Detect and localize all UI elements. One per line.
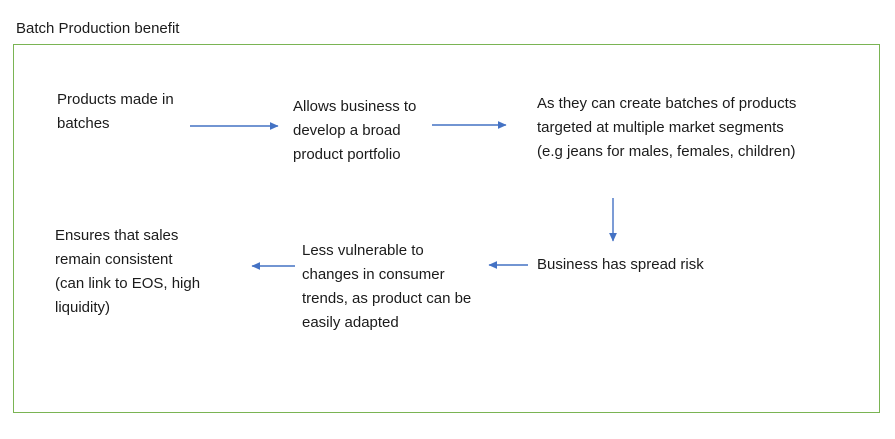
- flow-node-broad-product-portfolio: Allows business to develop a broad produ…: [293, 98, 417, 163]
- flow-node-less-vulnerable-to-changes: Less vulnerable to changes in consumer t…: [302, 242, 472, 331]
- flow-node-batches-market-segments: As they can create batches of products t…: [537, 95, 797, 160]
- flow-node-sales-remain-consistent: Ensures that sales remain consistent (ca…: [55, 227, 201, 316]
- flow-node-business-has-spread-risk: Business has spread risk: [537, 256, 704, 273]
- page-title: Batch Production benefit: [16, 20, 180, 37]
- flow-node-products-made-in-batches: Products made in batches: [57, 91, 174, 132]
- diagram-frame: [13, 44, 880, 413]
